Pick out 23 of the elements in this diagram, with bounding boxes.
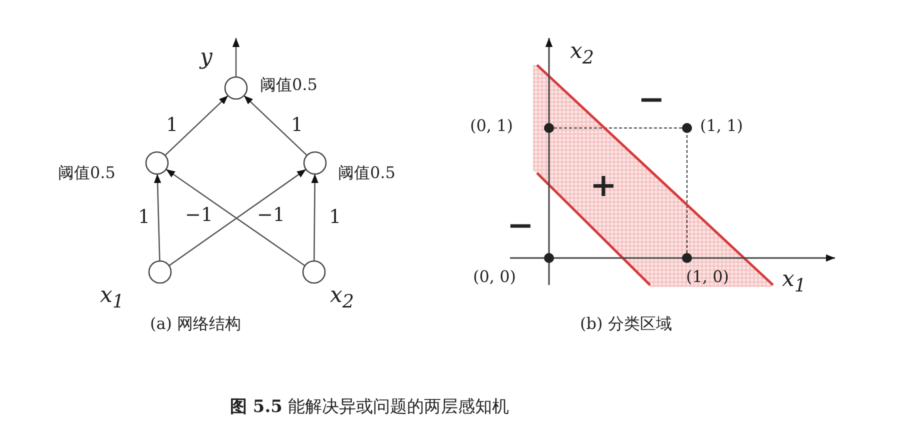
input-label: x$_{1}$ [100,284,124,313]
input-label: x$_{2}$ [330,284,354,313]
point-label: (0, 0) [473,268,516,286]
arrow [154,174,162,262]
arrow [232,38,240,77]
sign-label: − [507,208,534,244]
panel-caption: (a) 网络结构 [150,315,242,333]
axis-label: x$_{1}$ [782,268,806,297]
arrow [244,95,308,156]
threshold-label: 阈值0.5 [58,164,116,182]
axis-label: y [200,46,212,70]
arrow [311,174,318,261]
point-label: (0, 1) [470,117,514,135]
point-label: (1, 1) [700,117,744,135]
panel-caption: (b) 分类区域 [580,315,672,333]
point-label: (1, 0) [686,268,730,286]
threshold-label: 阈值0.5 [338,164,396,182]
arrow [164,95,228,156]
figure-caption: 图 5.5 能解决异或问题的两层感知机 [230,398,509,417]
threshold-label: 阈值0.5 [260,76,318,94]
sign-label: − [638,82,665,118]
axis-label: x$_{2}$ [570,40,594,69]
sign-label: + [590,168,617,204]
